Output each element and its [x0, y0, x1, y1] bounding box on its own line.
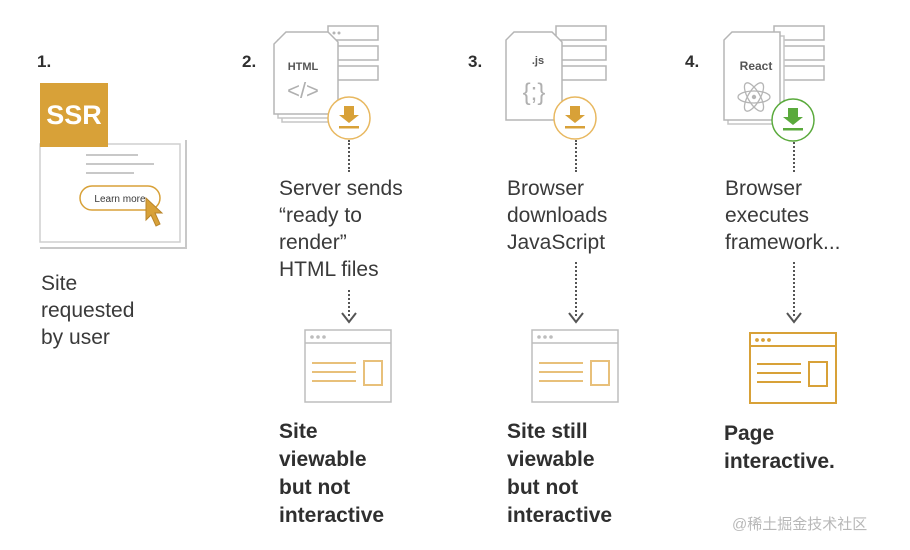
connector-3b	[575, 262, 577, 316]
browser-window-icon	[304, 329, 392, 403]
react-atom-icon	[737, 82, 771, 112]
step-3-caption: Browser downloads JavaScript	[507, 177, 608, 254]
react-file-label: React	[740, 59, 773, 73]
step-2-number: 2.	[242, 52, 257, 71]
site-request-illustration: Learn more	[39, 140, 187, 249]
step-3-number: 3.	[468, 52, 483, 71]
step-4-number: 4.	[685, 52, 700, 71]
learn-more-label: Learn more	[94, 194, 146, 205]
js-file-icon: .js {;}	[505, 31, 563, 121]
html-code-glyph: </>	[287, 78, 319, 103]
step-1-caption: Site requested by user	[41, 272, 135, 349]
learn-more-button[interactable]	[79, 185, 161, 211]
react-file-icon: React	[723, 31, 785, 125]
step-3-result: Site still viewable but not interactive	[507, 420, 613, 527]
interactive-browser-window-icon	[749, 332, 837, 404]
js-code-glyph: {;}	[523, 79, 546, 106]
server-rack-icon	[327, 25, 379, 81]
react-files-illustration: React	[723, 25, 825, 142]
html-files-illustration: HTML </>	[273, 25, 379, 140]
step-2-result: Site viewable but not interactive	[279, 420, 385, 527]
js-file-label: .js	[532, 55, 544, 67]
step-1-number: 1.	[37, 52, 52, 71]
connector-2a	[348, 140, 350, 172]
html-file-label: HTML	[288, 61, 319, 73]
step-4-caption: Browser executes framework...	[725, 177, 841, 254]
watermark: @稀土掘金技术社区	[732, 516, 868, 533]
js-files-illustration: .js {;}	[505, 25, 607, 140]
browser-window-icon	[531, 329, 619, 403]
connector-3a	[575, 140, 577, 172]
step-4-result: Page interactive.	[724, 422, 835, 473]
arrow-down-icon	[568, 312, 584, 324]
connector-4b	[793, 262, 795, 316]
step-2-caption: Server sends “ready to render” HTML file…	[279, 177, 403, 281]
cursor-icon	[145, 196, 164, 227]
connector-4a	[793, 142, 795, 172]
html-file-icon: HTML </>	[273, 31, 339, 123]
server-rack-icon	[555, 25, 607, 81]
arrow-down-icon	[341, 312, 357, 324]
connector-2b	[348, 290, 350, 316]
ssr-badge: SSR	[40, 83, 108, 147]
arrow-down-icon	[786, 312, 802, 324]
